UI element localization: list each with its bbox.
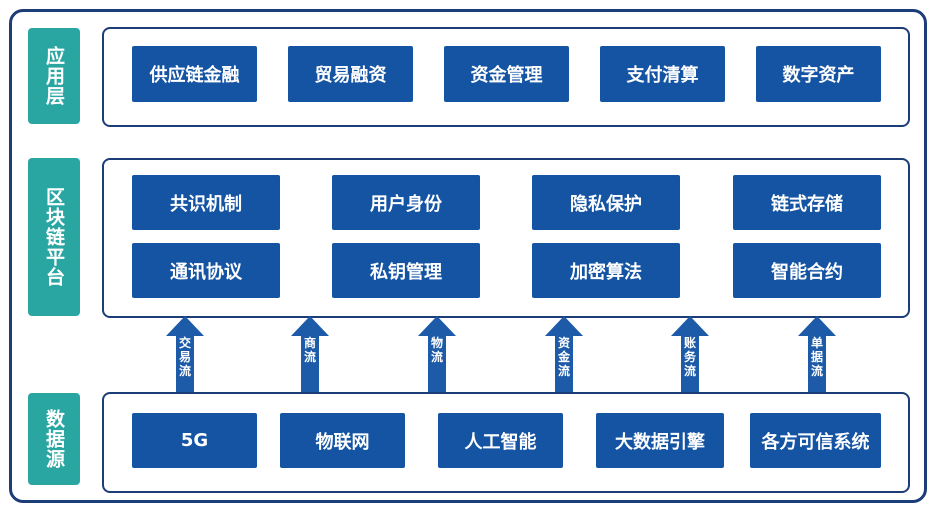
app-item-payment-clearing: 支付清算 bbox=[600, 46, 725, 102]
platform-item-comm-protocol: 通讯协议 bbox=[132, 243, 280, 298]
data-item-trusted-systems: 各方可信系统 bbox=[750, 413, 881, 468]
flow-arrow-accounting: 账务流 bbox=[670, 314, 710, 392]
layer-label-data: 数据源 bbox=[28, 393, 80, 485]
layer-label-blockchain: 区块链平台 bbox=[28, 158, 80, 316]
layer-label-application: 应用层 bbox=[28, 28, 80, 124]
flow-arrow-commerce: 商流 bbox=[290, 314, 330, 392]
data-item-iot: 物联网 bbox=[280, 413, 405, 468]
flow-arrow-logistics: 物流 bbox=[417, 314, 457, 392]
app-item-trade-finance: 贸易融资 bbox=[288, 46, 413, 102]
flow-label-logistics: 物流 bbox=[430, 336, 443, 364]
flow-label-transaction: 交易流 bbox=[178, 336, 191, 378]
data-item-big-data-engine: 大数据引擎 bbox=[596, 413, 724, 468]
data-item-ai: 人工智能 bbox=[438, 413, 563, 468]
up-arrow-icon bbox=[671, 316, 709, 392]
up-arrow-icon bbox=[798, 316, 836, 392]
platform-item-smart-contract: 智能合约 bbox=[733, 243, 881, 298]
flow-label-documents: 单据流 bbox=[810, 336, 823, 378]
data-item-5g: 5G bbox=[132, 413, 257, 468]
platform-item-encryption: 加密算法 bbox=[532, 243, 680, 298]
up-arrow-icon bbox=[166, 316, 204, 392]
flow-label-commerce: 商流 bbox=[303, 336, 316, 364]
up-arrow-icon bbox=[545, 316, 583, 392]
flow-label-capital: 资金流 bbox=[557, 336, 570, 378]
flow-label-accounting: 账务流 bbox=[683, 336, 696, 378]
platform-item-privacy: 隐私保护 bbox=[532, 175, 680, 230]
app-item-fund-management: 资金管理 bbox=[444, 46, 569, 102]
up-arrow-icon bbox=[291, 316, 329, 392]
app-item-supply-chain-finance: 供应链金融 bbox=[132, 46, 257, 102]
platform-item-user-identity: 用户身份 bbox=[332, 175, 480, 230]
app-item-digital-assets: 数字资产 bbox=[756, 46, 881, 102]
platform-item-consensus: 共识机制 bbox=[132, 175, 280, 230]
up-arrow-icon bbox=[418, 316, 456, 392]
platform-item-key-management: 私钥管理 bbox=[332, 243, 480, 298]
platform-item-chain-storage: 链式存储 bbox=[733, 175, 881, 230]
flow-arrow-documents: 单据流 bbox=[797, 314, 837, 392]
flow-arrow-transaction: 交易流 bbox=[165, 314, 205, 392]
flow-arrow-capital: 资金流 bbox=[544, 314, 584, 392]
